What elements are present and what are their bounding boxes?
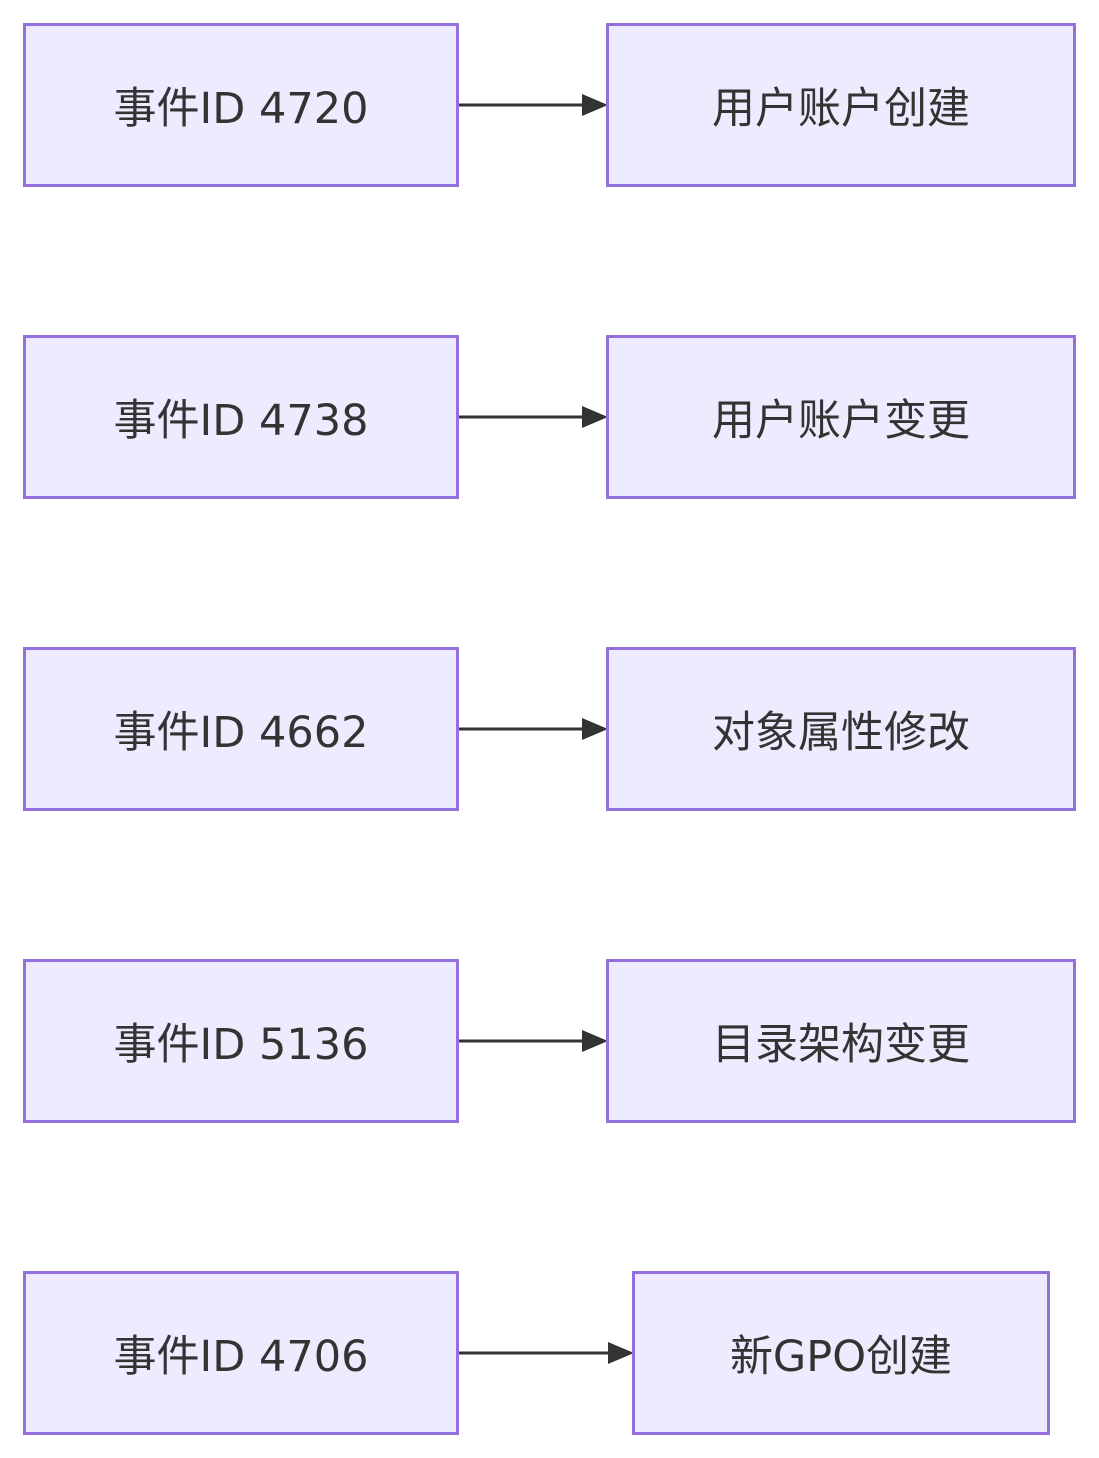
- arrowhead-icon: [582, 94, 608, 116]
- node-label: 事件ID 4706: [113, 1332, 369, 1382]
- node-event-5136[interactable]: 事件ID 5136: [23, 959, 459, 1123]
- node-event-4706[interactable]: 事件ID 4706: [23, 1271, 459, 1435]
- arrowhead-icon: [582, 406, 608, 428]
- node-user-account-created[interactable]: 用户账户创建: [606, 23, 1076, 187]
- edge-5136: [459, 1030, 608, 1052]
- node-label: 用户账户变更: [712, 396, 970, 446]
- node-object-attribute-modified[interactable]: 对象属性修改: [606, 647, 1076, 811]
- node-event-4720[interactable]: 事件ID 4720: [23, 23, 459, 187]
- node-label: 新GPO创建: [729, 1332, 953, 1382]
- node-label: 事件ID 4662: [113, 708, 369, 758]
- node-directory-schema-changed[interactable]: 目录架构变更: [606, 959, 1076, 1123]
- arrowhead-icon: [608, 1342, 634, 1364]
- edge-4720: [459, 94, 608, 116]
- node-new-gpo-created[interactable]: 新GPO创建: [632, 1271, 1050, 1435]
- node-label: 事件ID 4738: [113, 396, 369, 446]
- edge-4662: [459, 718, 608, 740]
- arrowhead-icon: [582, 718, 608, 740]
- edge-4706: [459, 1342, 634, 1364]
- edge-4738: [459, 406, 608, 428]
- node-label: 用户账户创建: [712, 84, 970, 134]
- node-label: 事件ID 4720: [113, 84, 369, 134]
- node-label: 目录架构变更: [712, 1020, 970, 1070]
- arrowhead-icon: [582, 1030, 608, 1052]
- node-event-4738[interactable]: 事件ID 4738: [23, 335, 459, 499]
- node-event-4662[interactable]: 事件ID 4662: [23, 647, 459, 811]
- node-label: 事件ID 5136: [113, 1020, 369, 1070]
- node-user-account-changed[interactable]: 用户账户变更: [606, 335, 1076, 499]
- node-label: 对象属性修改: [712, 708, 970, 758]
